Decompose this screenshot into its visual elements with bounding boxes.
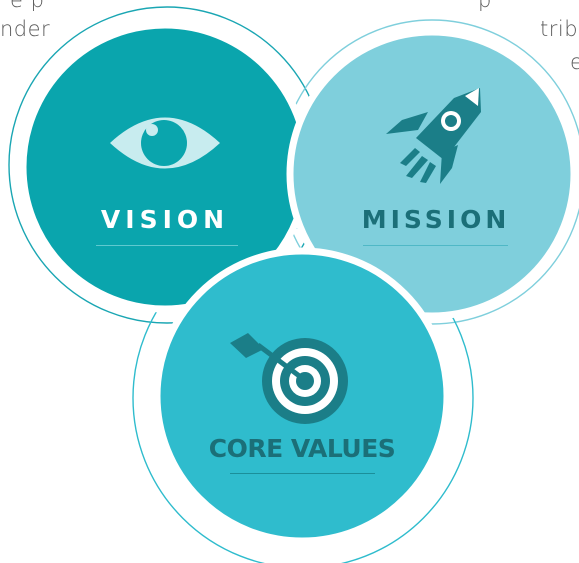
mission-label: MISSION [361,205,511,234]
core-values-underline [230,473,375,474]
background-text-fragment: p [478,0,492,12]
vision-underline [96,245,238,246]
core-values-label: CORE VALUES [208,434,396,463]
vision-label: VISION [100,205,230,234]
target-arrow-icon [230,333,348,424]
eye-icon [110,117,220,169]
mission-underline [363,245,508,246]
background-text-fragment: e p [10,0,45,12]
rocket-icon [386,88,481,184]
background-text-fragment: e [570,50,579,74]
background-text-fragment: nder [0,17,51,41]
